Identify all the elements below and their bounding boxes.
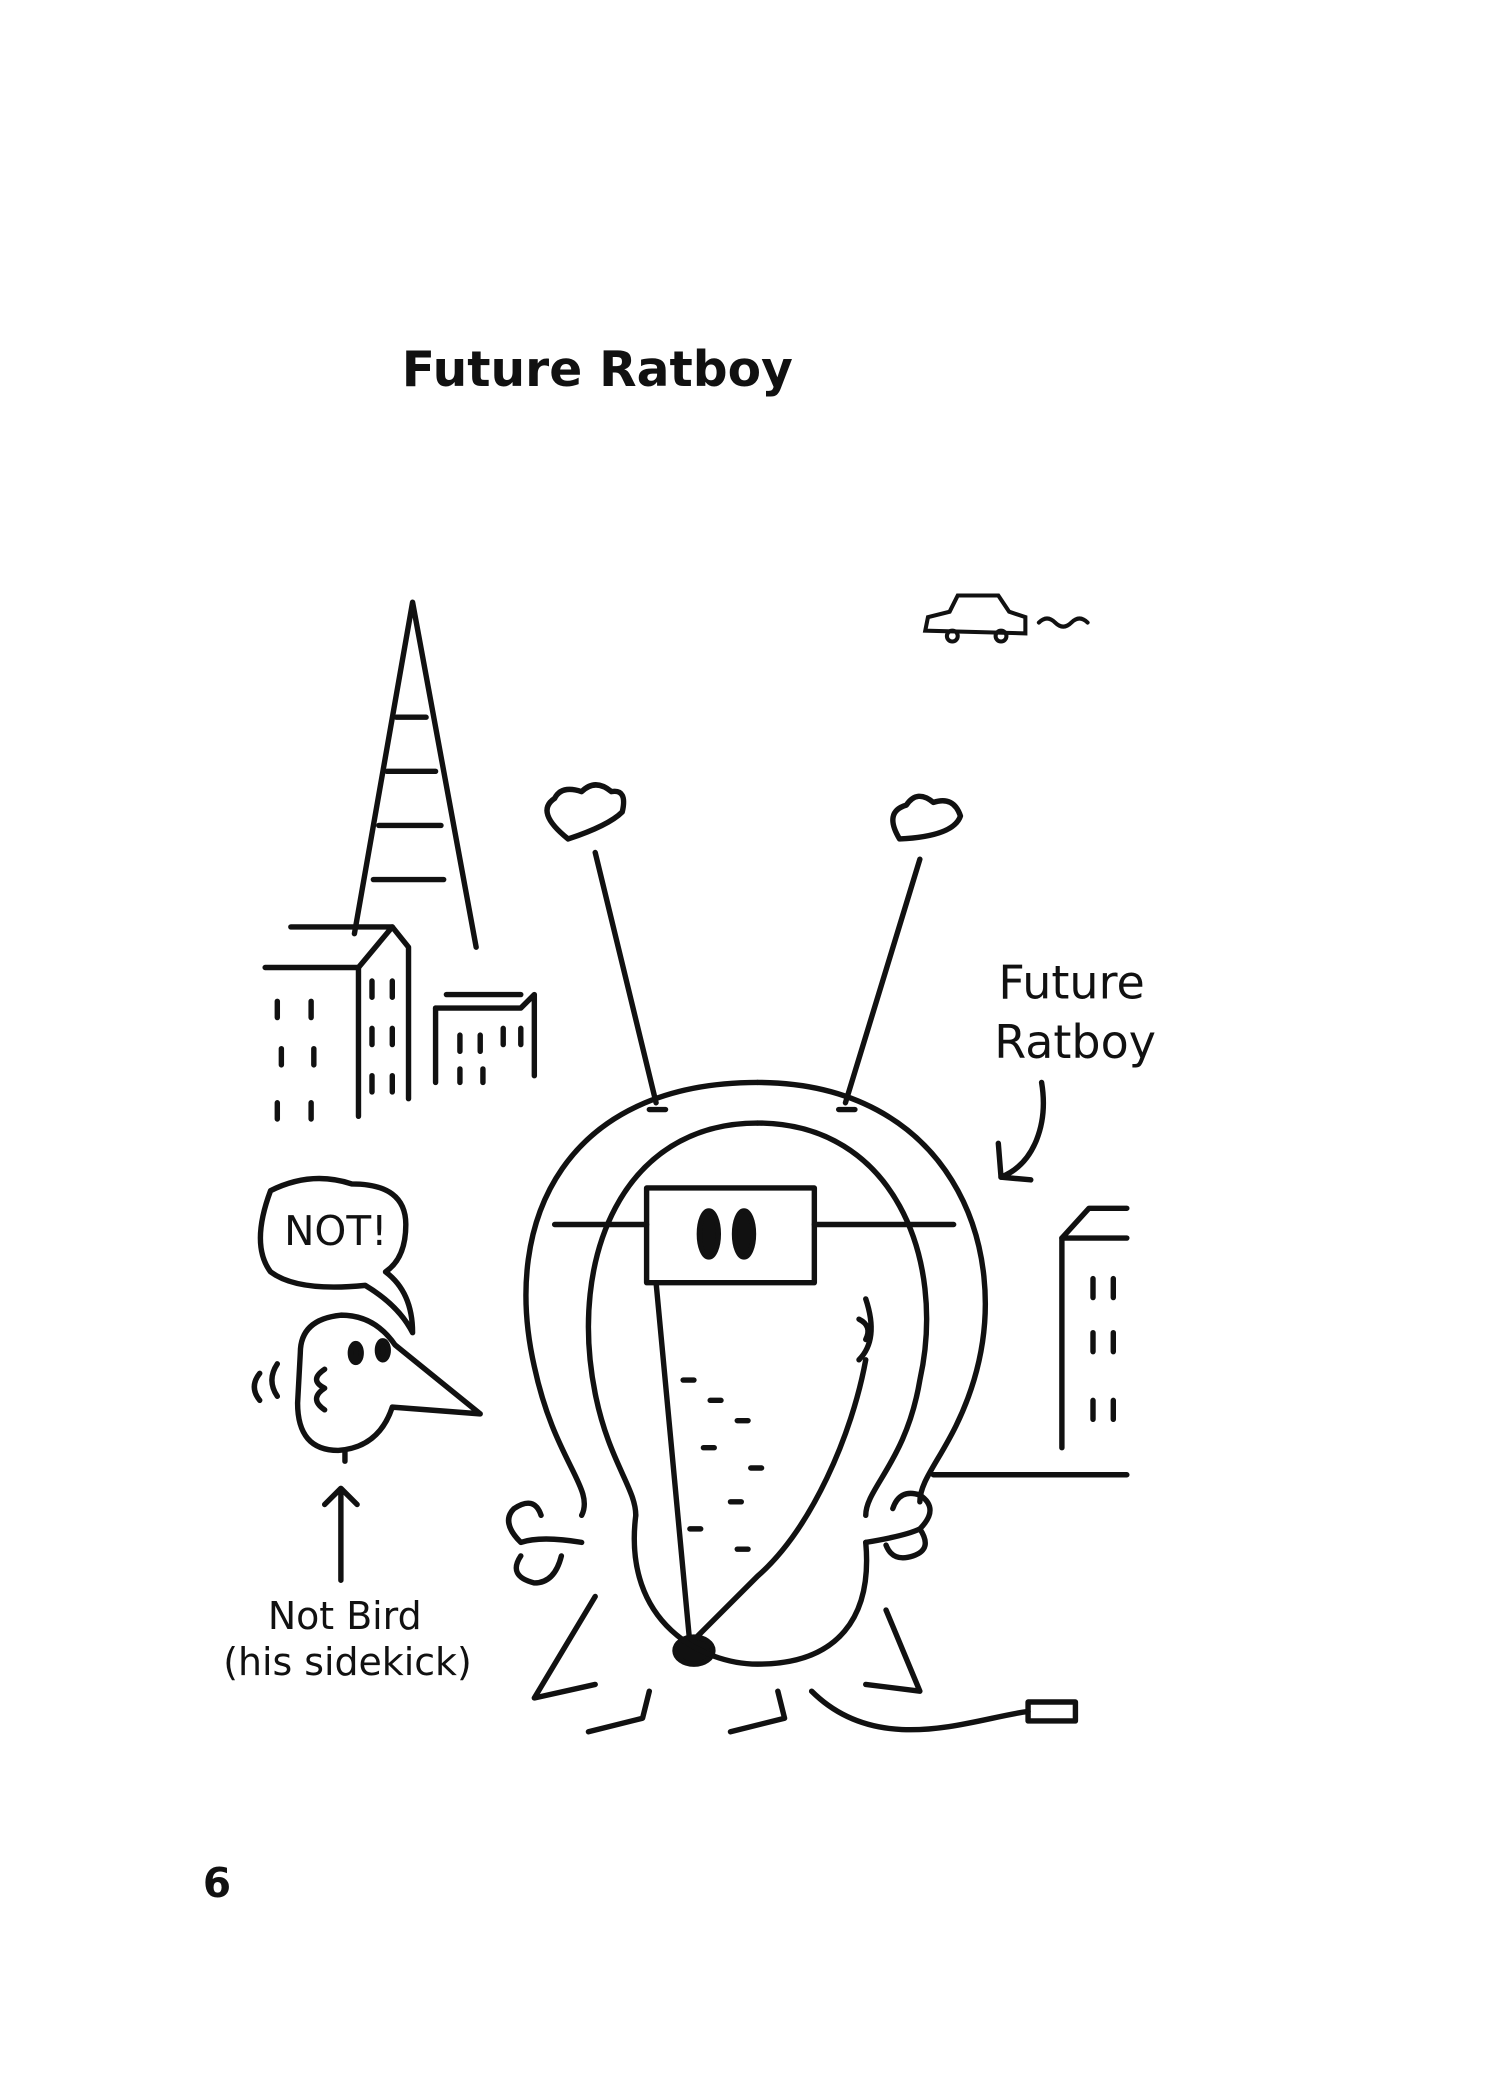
arrow-to-ratboy-icon — [995, 1079, 1046, 1183]
speech-bubble — [257, 1175, 416, 1336]
speech-bubble-text: NOT! — [284, 1207, 387, 1255]
city-buildings-left — [262, 924, 538, 1122]
not-bird-drawing — [251, 1312, 483, 1583]
page-number: 6 — [203, 1859, 231, 1907]
spire-tower-drawing — [351, 599, 479, 950]
future-ratboy-drawing — [505, 782, 1079, 1735]
city-building-right — [930, 1205, 1130, 1478]
page-title: Future Ratboy — [402, 342, 793, 398]
ratboy-label-line2: Ratboy — [994, 1015, 1156, 1069]
flying-car-drawing — [922, 593, 1090, 644]
ratboy-label-line1: Future — [998, 956, 1144, 1010]
bird-label-line1: Not Bird — [268, 1594, 422, 1638]
bird-label-line2: (his sidekick) — [223, 1640, 472, 1684]
